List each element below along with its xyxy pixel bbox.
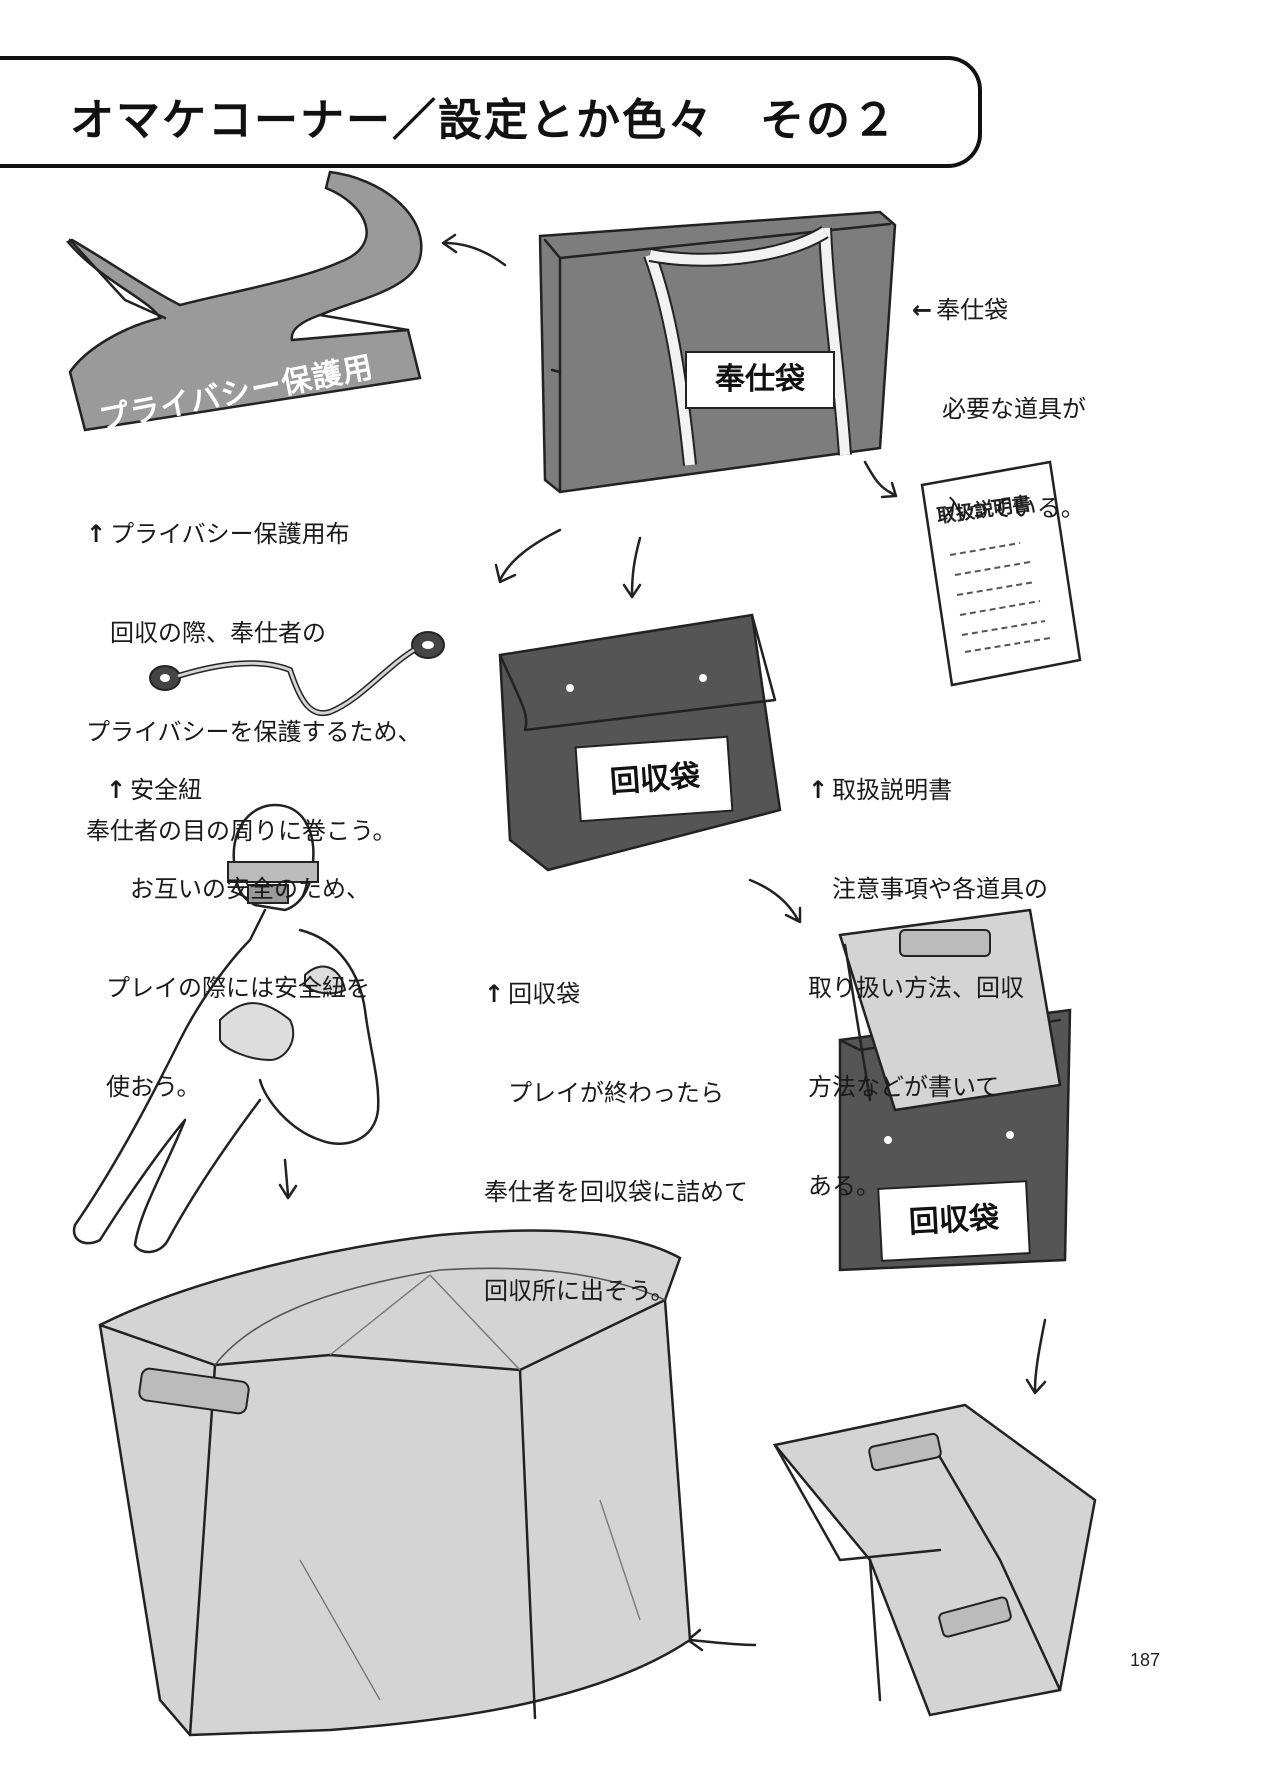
note-line: 入っている。: [942, 494, 1085, 522]
arrow-to-basket: [688, 1638, 757, 1647]
arrow-bag-to-manual-head: [880, 481, 898, 499]
left-arrow-icon: ←: [912, 296, 933, 324]
arrow-bag-to-cord-head: [494, 563, 517, 584]
note-manual: ↑取扱説明書 注意事項や各道具の 取り扱い方法、回収 方法などが書いて ある。: [808, 708, 1048, 1236]
note-safety-cord: ↑安全紐 お互いの安全のため、 プレイの際には安全紐を 使おう。: [106, 708, 370, 1137]
note-collection-bag: ↑回収袋 プレイが終わったら 奉仕者を回収袋に詰めて 回収所に出そう。: [484, 912, 748, 1341]
note-line: 注意事項や各道具の: [832, 875, 1048, 903]
up-arrow-icon: ↑: [484, 980, 505, 1008]
arrow-figure-to-basket-head: [278, 1183, 298, 1200]
page-title: オマケコーナー／設定とか色々 その２: [70, 95, 898, 146]
arrow-to-stacked-bags: [748, 878, 800, 922]
arrow-to-folded-bag: [1033, 1318, 1047, 1392]
note-line: 回収の際、奉仕者の: [110, 619, 326, 647]
note-heading: 回収袋: [508, 980, 581, 1008]
note-line: 取り扱い方法、回収: [808, 974, 1024, 1002]
stacked-collection-bags-illustration: [838, 908, 1072, 1272]
note-line: 方法などが書いて: [808, 1073, 1000, 1101]
arrow-figure-to-basket: [283, 1158, 290, 1197]
title-frame: [0, 56, 982, 168]
up-arrow-icon: ↑: [86, 520, 107, 548]
arrow-to-strip: [443, 241, 507, 267]
note-service-bag: ←奉仕袋 必要な道具が 入っている。: [912, 228, 1086, 558]
safety-cord-illustration: [149, 631, 445, 717]
up-arrow-icon: ↑: [808, 776, 829, 804]
note-privacy-cloth: ↑プライバシー保護用布 回収の際、奉仕者の プライバシーを保護するため、 奉仕者…: [86, 452, 422, 881]
note-heading: 取扱説明書: [832, 776, 953, 804]
note-line: 回収所に出そう。: [484, 1277, 675, 1305]
collection-bag-label: 回収袋: [608, 758, 702, 801]
up-arrow-icon: ↑: [106, 776, 127, 804]
privacy-strip-illustration: [66, 170, 423, 432]
seated-figure-illustration: [72, 803, 380, 1254]
note-line: お互いの安全のため、: [130, 875, 370, 903]
collection-basket-illustration: [98, 1229, 692, 1737]
note-heading: プライバシー保護用布: [110, 520, 350, 548]
note-line: プライバシーを保護するため、: [86, 718, 422, 746]
note-heading: 奉仕袋: [936, 296, 1009, 324]
note-line: 奉仕者を回収袋に詰めて: [484, 1178, 748, 1206]
arrow-to-strip-head: [441, 233, 458, 254]
page-number: 187: [1130, 1650, 1161, 1670]
collection-bag-illustration: [498, 613, 782, 872]
note-line: 奉仕者の目の周りに巻こう。: [86, 817, 397, 845]
arrow-to-stacked-bags-head: [784, 906, 802, 924]
arrow-bag-to-manual: [863, 460, 897, 497]
note-heading: 安全紐: [130, 776, 203, 804]
note-line: 必要な道具が: [942, 395, 1086, 423]
manual-sheet-illustration: [920, 460, 1082, 687]
note-line: プレイの際には安全紐を: [106, 974, 370, 1002]
folded-bag-illustration: [772, 1403, 1097, 1717]
note-line: プレイが終わったら: [508, 1079, 724, 1107]
service-bag-illustration: [538, 210, 897, 494]
arrow-to-folded-bag-head: [1025, 1378, 1047, 1395]
arrow-bag-to-collection: [630, 536, 642, 597]
note-line: 使おう。: [106, 1073, 201, 1101]
arrow-bag-to-cord: [498, 528, 562, 582]
arrow-bag-to-collection-head: [622, 583, 642, 599]
service-bag-label: 奉仕袋: [715, 362, 805, 397]
note-line: ある。: [808, 1172, 880, 1200]
